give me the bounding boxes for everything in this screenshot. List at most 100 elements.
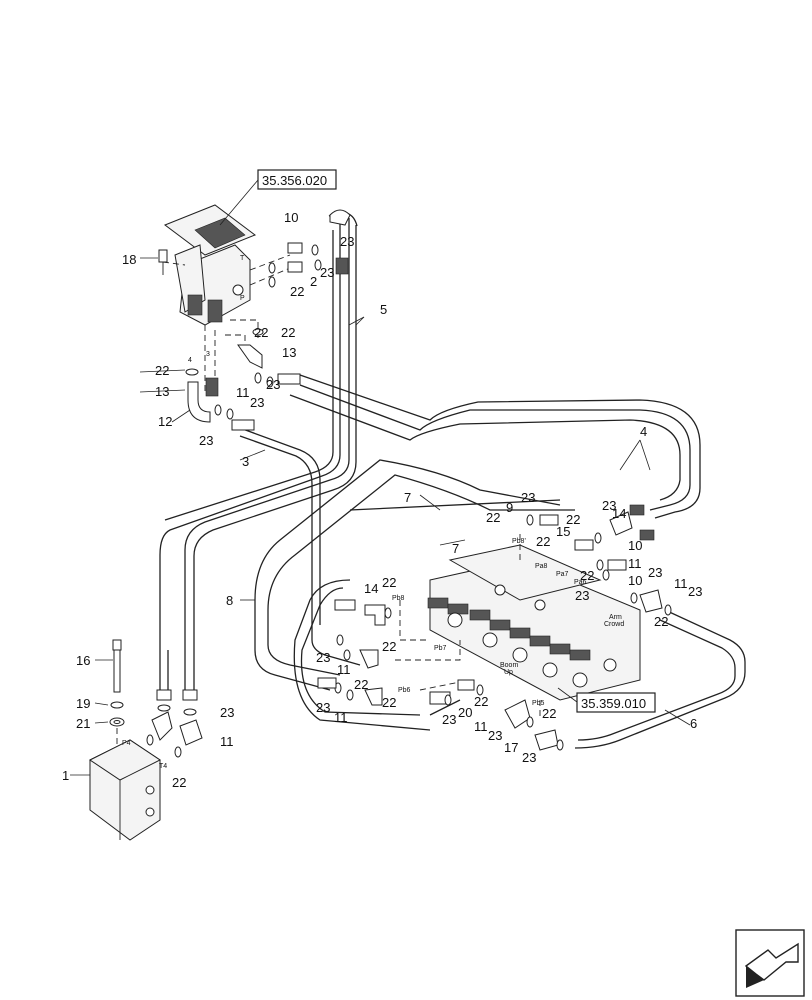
- callout-23m: 23: [220, 705, 234, 720]
- callout-23g: 23: [688, 584, 702, 599]
- callout-22l: 22: [474, 694, 488, 709]
- port-label-pb8: Pb8: [392, 595, 405, 602]
- pipe-port-labels: Pb8' Pb8 Pb7 Pb6 Pb5: [392, 538, 545, 707]
- callout-22b: 22: [281, 325, 295, 340]
- callout-15: 15: [556, 524, 570, 539]
- pilot-valve-assembly: T P 4 3: [163, 204, 291, 395]
- callout-5: 5: [380, 302, 387, 317]
- port-label-pa8: Pa8: [535, 563, 548, 570]
- port-label-pb6: Pb6: [398, 687, 411, 694]
- bolt-16: [109, 639, 125, 748]
- callout-23h: 23: [316, 650, 330, 665]
- reference-control-valve[interactable]: 35.359.010: [557, 687, 656, 713]
- callout-23k: 23: [488, 728, 502, 743]
- callout-23c: 23: [199, 433, 213, 448]
- hose-4a: [299, 384, 691, 511]
- reference-label-control: 35.359.010: [581, 696, 646, 711]
- callout-3: 3: [242, 454, 249, 469]
- callout-2: 2: [310, 274, 317, 289]
- callout-22d: 22: [486, 510, 500, 525]
- callout-22j: 22: [382, 695, 396, 710]
- callout-22k: 22: [354, 677, 368, 692]
- manifold-block: P4 T4: [89, 739, 167, 841]
- port-label-3: 3: [206, 351, 210, 358]
- callout-20: 20: [458, 705, 472, 720]
- callout-11c: 11: [337, 662, 351, 677]
- port-label-t: T: [240, 255, 245, 262]
- callout-18: 18: [122, 252, 136, 267]
- callout-17: 17: [504, 740, 518, 755]
- port-label-pb5: Pb5: [532, 700, 545, 707]
- callout-11g: 11: [628, 556, 642, 571]
- callout-7a: 7: [404, 490, 411, 505]
- callout-23l: 23: [522, 750, 536, 765]
- callout-23i: 23: [316, 700, 330, 715]
- annotation-arm: Arm: [609, 614, 622, 621]
- callout-11a: 11: [236, 385, 250, 400]
- callout-22h: 22: [382, 575, 396, 590]
- callout-23j: 23: [442, 712, 456, 727]
- callout-23e: 23: [602, 498, 616, 513]
- callout-10b: 10: [628, 538, 642, 553]
- callout-10c: 10: [628, 573, 642, 588]
- callout-6: 6: [690, 716, 697, 731]
- callout-22p: 22: [254, 325, 268, 340]
- callout-22e: 22: [566, 512, 580, 527]
- bolt-18: [158, 249, 186, 275]
- callout-22g: 22: [580, 568, 594, 583]
- reference-pilot-valve[interactable]: 35.356.020: [219, 169, 337, 226]
- hose-7a: [254, 459, 561, 691]
- callout-22o: 22: [172, 775, 186, 790]
- callout-11f: 11: [474, 719, 488, 734]
- callout-labels: 1 2 3 4 5 6 7 7 8 9 10 10 10 11 11 11 11…: [62, 210, 702, 790]
- callout-23o: 23: [266, 377, 280, 392]
- callout-23d: 23: [521, 490, 535, 505]
- callout-22a: 22: [290, 284, 304, 299]
- port-label-pb8-prime: Pb8': [512, 538, 526, 545]
- reference-label-pilot: 35.356.020: [262, 173, 327, 188]
- annotation-crowd: Crowd: [604, 621, 624, 628]
- port-label-t4: T4: [159, 763, 167, 770]
- next-page-arrow-icon[interactable]: [735, 929, 805, 997]
- callout-14a: 14: [364, 581, 378, 596]
- callout-23p: 23: [575, 588, 589, 603]
- port-label-p: P: [240, 295, 245, 302]
- callout-23a: 23: [320, 265, 334, 280]
- hose-5a: [184, 218, 350, 650]
- port-label-p4: P4: [122, 740, 131, 747]
- callout-10a: 10: [284, 210, 298, 225]
- callout-22c: 22: [155, 363, 169, 378]
- callout-11b: 11: [674, 576, 688, 591]
- callout-4: 4: [640, 424, 647, 439]
- callout-23b: 23: [250, 395, 264, 410]
- callout-22m: 22: [542, 706, 556, 721]
- callout-1: 1: [62, 768, 69, 783]
- callout-11e: 11: [220, 734, 234, 749]
- callout-23f: 23: [648, 565, 662, 580]
- callout-7b: 7: [452, 541, 459, 556]
- callouts: [70, 257, 691, 776]
- fittings: [146, 209, 672, 758]
- callout-22i: 22: [382, 639, 396, 654]
- callout-13b: 13: [155, 384, 169, 399]
- callout-13a: 13: [282, 345, 296, 360]
- hose-3: [239, 427, 321, 600]
- callout-9: 9: [506, 500, 513, 515]
- hose-5b: [193, 225, 357, 650]
- hose-6: [574, 609, 746, 749]
- port-label-pa7: Pa7: [556, 571, 569, 578]
- callout-11d: 11: [334, 710, 348, 725]
- callout-8: 8: [226, 593, 233, 608]
- callout-23n: 23: [340, 234, 354, 249]
- port-label-4: 4: [188, 357, 192, 364]
- callout-19: 19: [76, 696, 90, 711]
- callout-12: 12: [158, 414, 172, 429]
- annotation-boom: Boom: [500, 662, 518, 669]
- port-label-pa6: Pa6: [574, 579, 587, 586]
- callout-21: 21: [76, 716, 90, 731]
- callout-14b: 14: [612, 506, 626, 521]
- callout-16: 16: [76, 653, 90, 668]
- port-label-pb7: Pb7: [434, 645, 447, 652]
- callout-22f: 22: [536, 534, 550, 549]
